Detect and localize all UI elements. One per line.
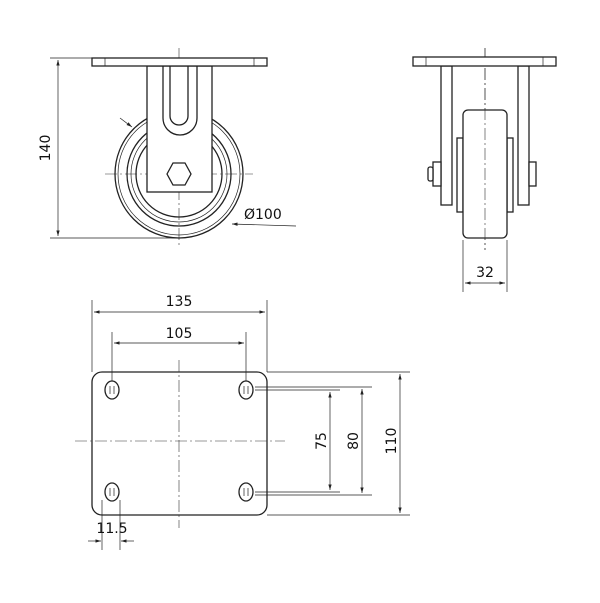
inner-width-dimension: 80 — [346, 432, 362, 450]
hole-spacing-y-dimension: 75 — [314, 432, 330, 450]
hole-offset-dimension: 11.5 — [96, 521, 127, 537]
plate-length-dimension: 135 — [166, 294, 193, 310]
wheel-width-dimension: 32 — [476, 265, 494, 281]
plate-width-dimension: 110 — [384, 428, 400, 455]
axle-nut-icon — [166, 162, 192, 186]
plate-view: 135 105 75 80 110 11.5 — [75, 294, 410, 550]
height-dimension: 140 — [38, 135, 54, 162]
diameter-dimension: Ø100 — [244, 207, 282, 223]
side-view: 32 — [412, 48, 557, 292]
mounting-holes — [104, 380, 254, 502]
front-view: 140 Ø100 — [38, 48, 297, 248]
hole-spacing-x-dimension: 105 — [166, 326, 193, 342]
